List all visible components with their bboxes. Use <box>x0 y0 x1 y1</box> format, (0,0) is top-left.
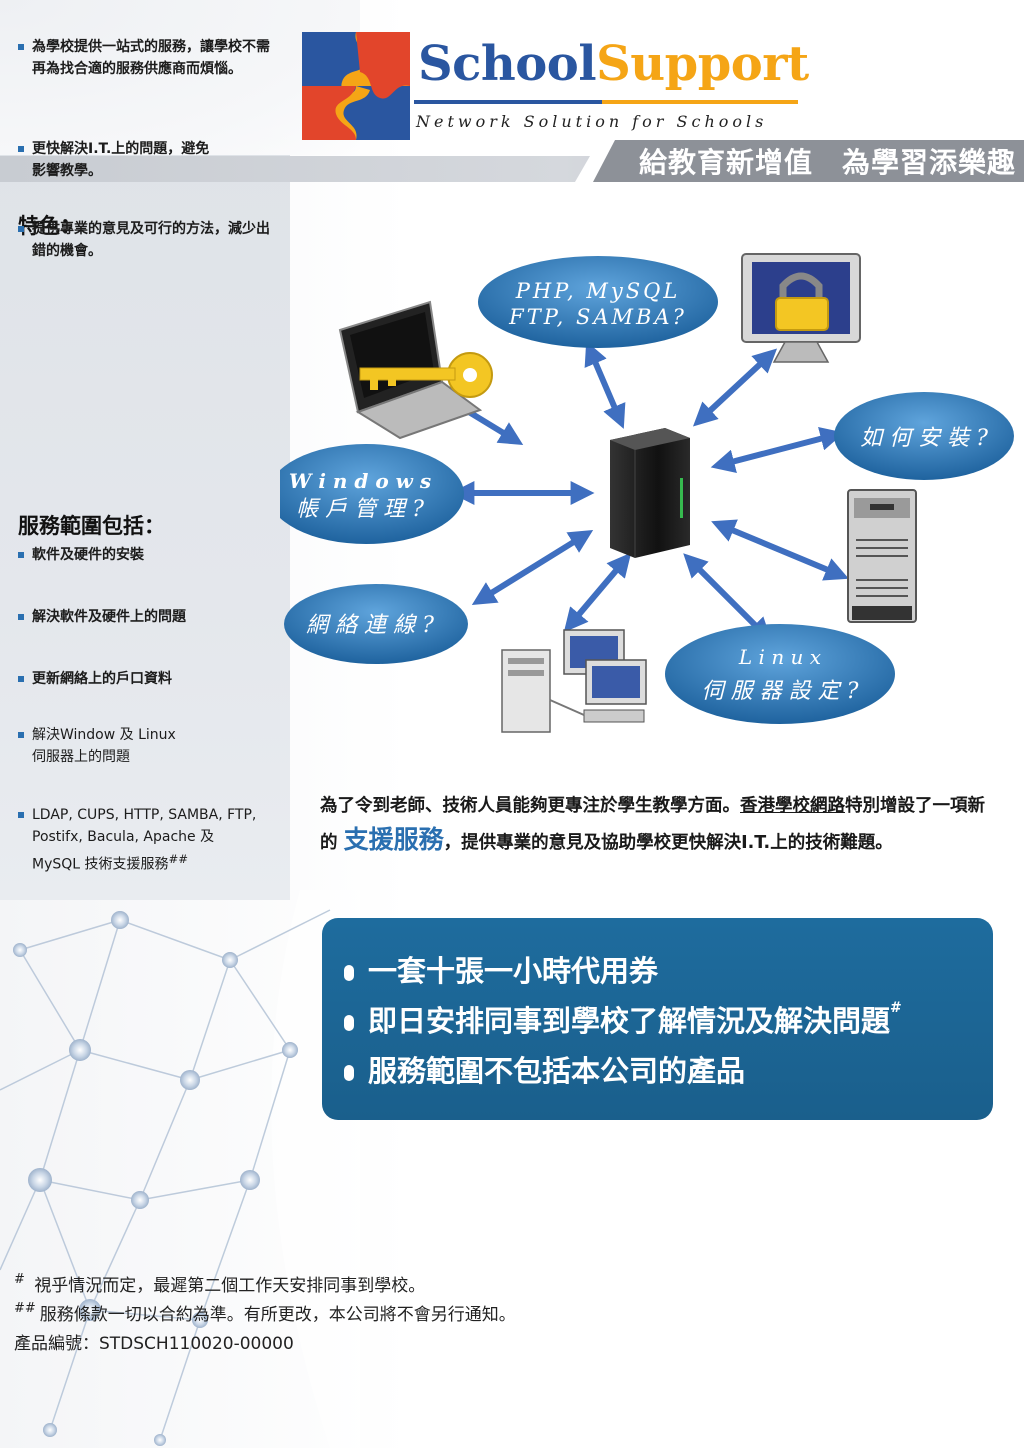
service-highlight: 支援服務 <box>343 825 444 854</box>
footnote-marker: ## <box>168 852 189 866</box>
feature-item: 提供專業的意見及可行的方法，減少出錯的機會。 <box>18 218 280 262</box>
bubble-windows-line2: 帳 戶 管 理 ? <box>296 497 424 522</box>
intro-text: 特別增設了一項新的 <box>320 796 985 853</box>
footnote-2: ##服務條款一切以合約為準。有所更改，本公司將不會另行通知。 <box>14 1301 516 1330</box>
scope-title: 服務範圍包括： <box>18 514 165 538</box>
monitor-lock-icon <box>741 253 861 363</box>
features-title: 特色： <box>18 214 81 238</box>
bubble-php-mysql: PHP, MySQL FTP, SAMBA? <box>478 256 718 348</box>
offers-box: 一套十張一小時代用券 即日安排同事到學校了解情況及解決問題# 服務範圍不包括本公… <box>322 918 993 1120</box>
footnote-text: 視乎情況而定，最遲第二個工作天安排同事到學校。 <box>34 1276 426 1296</box>
feature-item: 為學校提供一站式的服務，讓學校不需再為找合適的服務供應商而煩惱。 <box>18 36 280 80</box>
bubble-network: 網 絡 連 線 ? <box>284 584 468 664</box>
bubble-linux-line1: L i n u x <box>738 645 821 669</box>
offer-item: 服務範圍不包括本公司的產品 <box>344 1046 971 1096</box>
network-decoration <box>0 890 360 1448</box>
scope-item: 軟件及硬件的安裝 <box>18 544 280 566</box>
left-panel-background <box>0 155 290 900</box>
brand-name-school: School <box>418 36 597 92</box>
footnote-1: # 視乎情況而定，最遲第二個工作天安排同事到學校。 <box>14 1272 516 1301</box>
footnote-marker: # <box>890 1000 902 1016</box>
intro-paragraph: 為了令到老師、技術人員能夠更專注於學生教學方面。香港學校網路特別增設了一項新的 … <box>320 790 1000 860</box>
puzzle-logo-icon <box>302 32 410 140</box>
brand-logo: SchoolSupport Network Solution for Schoo… <box>302 32 809 142</box>
bubble-install: 如 何 安 裝 ? <box>834 392 1014 480</box>
bubble-linux-line2: 伺 服 器 設 定 ? <box>702 679 859 704</box>
scope-item-text: 解決Window 及 Linux 伺服器上的問題 <box>32 727 176 765</box>
intro-text: 為了令到老師、技術人員能夠更專注於學生教學方面。 <box>320 796 740 816</box>
product-code: 產品編號：STDSCH110020-00000 <box>14 1334 294 1354</box>
brand-name-support: Support <box>596 36 809 92</box>
support-diagram: PHP, MySQL FTP, SAMBA? 如 何 安 裝 ? W i n d… <box>280 253 1014 733</box>
bubble-linux: L i n u x 伺 服 器 設 定 ? <box>665 624 895 724</box>
scope-item: 更新網絡上的戶口資料 <box>18 668 280 690</box>
scope-item: LDAP, CUPS, HTTP, SAMBA, FTP, Postifx, B… <box>18 804 258 876</box>
feature-item: 更快解決I.T.上的問題，避免影響教學。 <box>18 138 218 182</box>
header-band <box>0 156 590 182</box>
company-name: 香港學校網路 <box>740 796 845 816</box>
offer-item: 即日安排同事到學校了解情況及解決問題# <box>344 996 971 1046</box>
footnote-mark: # <box>14 1272 25 1287</box>
workstations-icon <box>501 629 647 733</box>
scope-item: 解決Window 及 Linux 伺服器上的問題 <box>18 724 280 768</box>
pc-tower-icon <box>847 489 917 623</box>
offer-item-text: 即日安排同事到學校了解情況及解決問題 <box>368 1004 891 1038</box>
bubble-php-line1: PHP, MySQL <box>515 279 681 303</box>
footnote-text: 服務條款一切以合約為準。有所更改，本公司將不會另行通知。 <box>39 1305 516 1325</box>
top-background <box>0 0 360 155</box>
offer-item: 一套十張一小時代用券 <box>344 946 971 996</box>
brand-name: SchoolSupport <box>418 36 809 92</box>
bubble-windows: W i n d o w s 帳 戶 管 理 ? <box>280 444 464 544</box>
bubble-windows-line1: W i n d o w s <box>289 469 431 493</box>
bubble-network-text: 網 絡 連 線 ? <box>306 613 434 638</box>
footnotes: # 視乎情況而定，最遲第二個工作天安排同事到學校。 ##服務條款一切以合約為準。… <box>14 1272 516 1359</box>
footnote-mark: ## <box>14 1301 36 1316</box>
scope-item-text: LDAP, CUPS, HTTP, SAMBA, FTP, Postifx, B… <box>32 807 257 873</box>
laptop-key-icon <box>338 300 493 440</box>
brand-tagline: Network Solution for Schools <box>416 112 768 131</box>
slogan-banner: 給教育新增值 為學習添樂趣 <box>593 140 1024 182</box>
brand-underline-accent <box>602 100 798 104</box>
bubble-install-text: 如 何 安 裝 ? <box>860 426 988 451</box>
scope-item: 解決軟件及硬件上的問題 <box>18 606 280 628</box>
central-server-icon <box>610 428 690 558</box>
intro-text: ，提供專業的意見及協助學校更快解決I.T.上的技術難題。 <box>443 833 893 853</box>
bubble-php-line2: FTP, SAMBA? <box>508 305 687 329</box>
